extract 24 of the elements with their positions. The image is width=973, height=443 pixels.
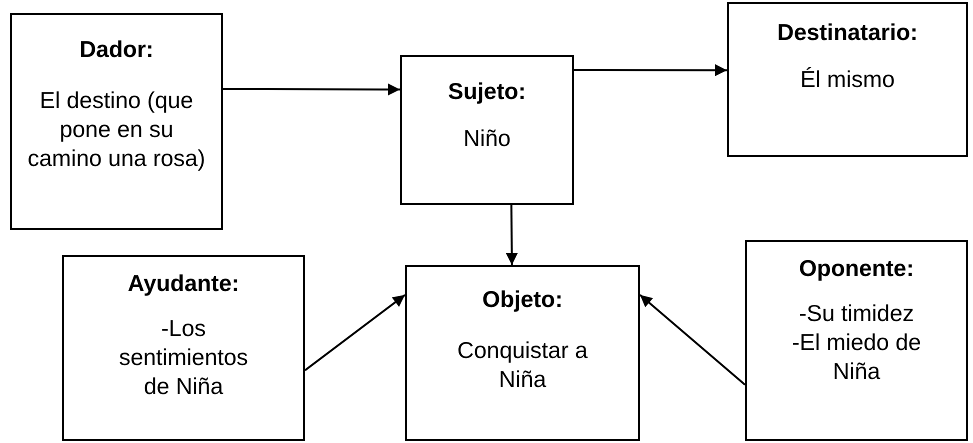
- heading: Dador:: [79, 35, 154, 64]
- heading: Oponente:: [799, 254, 914, 283]
- text-box: [10, 13, 223, 230]
- body-text: -El miedo de Niña: [790, 328, 922, 386]
- heading: Sujeto:: [448, 77, 526, 106]
- text-box: [62, 255, 305, 441]
- arrow: [574, 64, 727, 76]
- arrow: [506, 204, 518, 266]
- body-text: Conquistar a Niña: [456, 336, 589, 394]
- text-box: [400, 55, 574, 205]
- heading: Destinatario:: [777, 18, 918, 47]
- body-text: El destino (que pone en su camino una rosa): [26, 86, 206, 173]
- text-box: [745, 240, 968, 441]
- heading: Objeto:: [482, 285, 563, 314]
- body-text: -Su timidez: [798, 299, 914, 328]
- body-text: -Los sentimientos de Niña: [118, 314, 250, 401]
- heading: Ayudante:: [128, 269, 240, 298]
- body-text: Niño: [463, 124, 511, 153]
- body-text: Él mismo: [800, 65, 895, 94]
- text-box: [727, 2, 968, 157]
- arrow: [223, 83, 400, 96]
- arrow: [639, 294, 746, 386]
- text-box: [405, 265, 640, 441]
- arrow: [304, 294, 406, 372]
